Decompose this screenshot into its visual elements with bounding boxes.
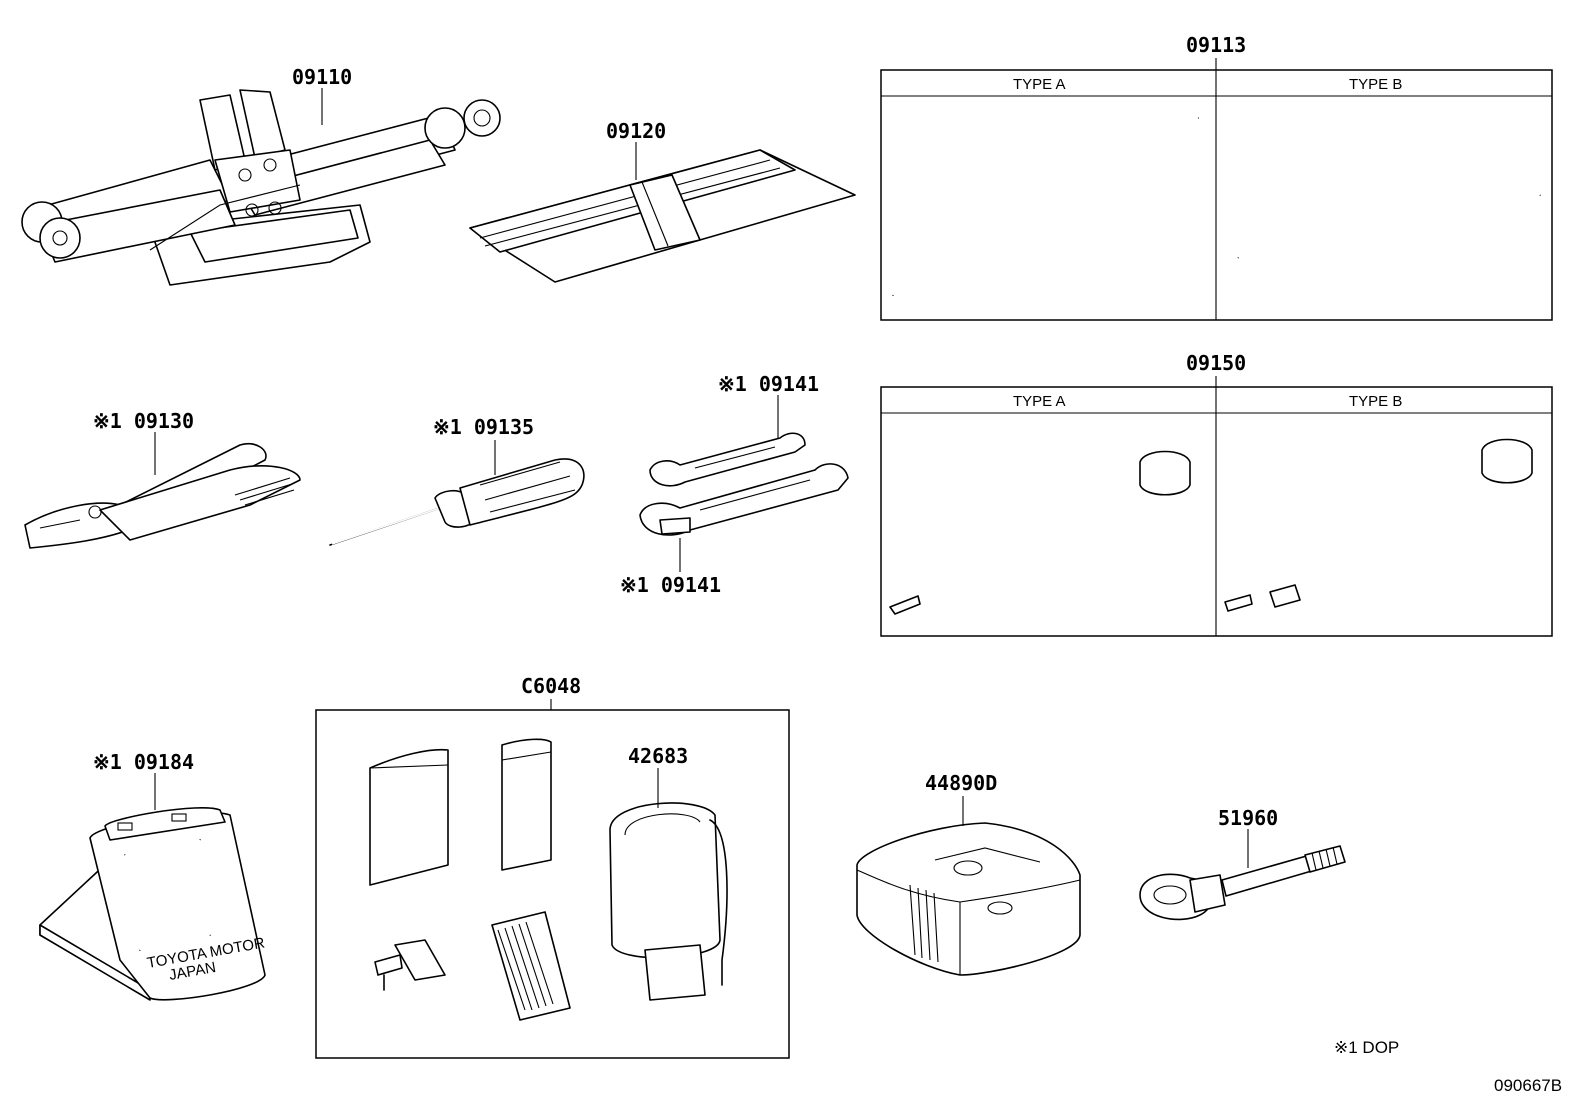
towing-eye-illustration [1139, 845, 1346, 921]
box-C6048 [315, 709, 790, 1059]
repair-kit-valve-tool [374, 939, 446, 991]
jack-illustration [21, 89, 501, 286]
footnote-dop: ※1 DOP [1334, 1038, 1399, 1057]
screwdriver-illustration [329, 458, 585, 546]
part-label-C6048: C6048 [521, 674, 581, 698]
jack-handle-type-a [891, 116, 1199, 299]
wrench-bottom-illustration [639, 463, 849, 536]
wrench-top-illustration [649, 432, 806, 487]
pliers-illustration [24, 442, 301, 549]
part-label-09184: ※1 09184 [93, 750, 194, 774]
part-label-09113: 09113 [1186, 33, 1246, 57]
lug-wrench-type-b [1224, 438, 1533, 612]
type-b-label-09150: TYPE B [1349, 393, 1402, 410]
lug-wrench-type-a [889, 450, 1191, 615]
part-label-09150: 09150 [1186, 351, 1246, 375]
part-label-09130: ※1 09130 [93, 409, 194, 433]
type-a-label-09150: TYPE A [1013, 393, 1066, 410]
part-label-09141-top: ※1 09141 [718, 372, 819, 396]
compressor-case-illustration [856, 822, 1081, 976]
repair-kit-bag-small [501, 738, 552, 871]
part-label-44890D: 44890D [925, 771, 997, 795]
diagram-id: 090667B [1494, 1076, 1562, 1095]
part-label-09135: ※1 09135 [433, 415, 534, 439]
part-label-51960: 51960 [1218, 806, 1278, 830]
part-label-09141-bottom: ※1 09141 [620, 573, 721, 597]
part-label-09110: 09110 [292, 65, 352, 89]
part-label-09120: 09120 [606, 119, 666, 143]
part-label-42683: 42683 [628, 744, 688, 768]
repair-kit-bag-large [369, 748, 449, 886]
wheel-chock-illustration [39, 807, 266, 1001]
type-b-label-09113: TYPE B [1349, 76, 1402, 93]
type-a-label-09113: TYPE A [1013, 76, 1066, 93]
tool-bag-illustration [469, 149, 856, 283]
sealant-bottle-illustration [609, 802, 728, 1001]
jack-handle-type-b [1232, 189, 1542, 274]
repair-kit-patch-stack [491, 911, 571, 1021]
